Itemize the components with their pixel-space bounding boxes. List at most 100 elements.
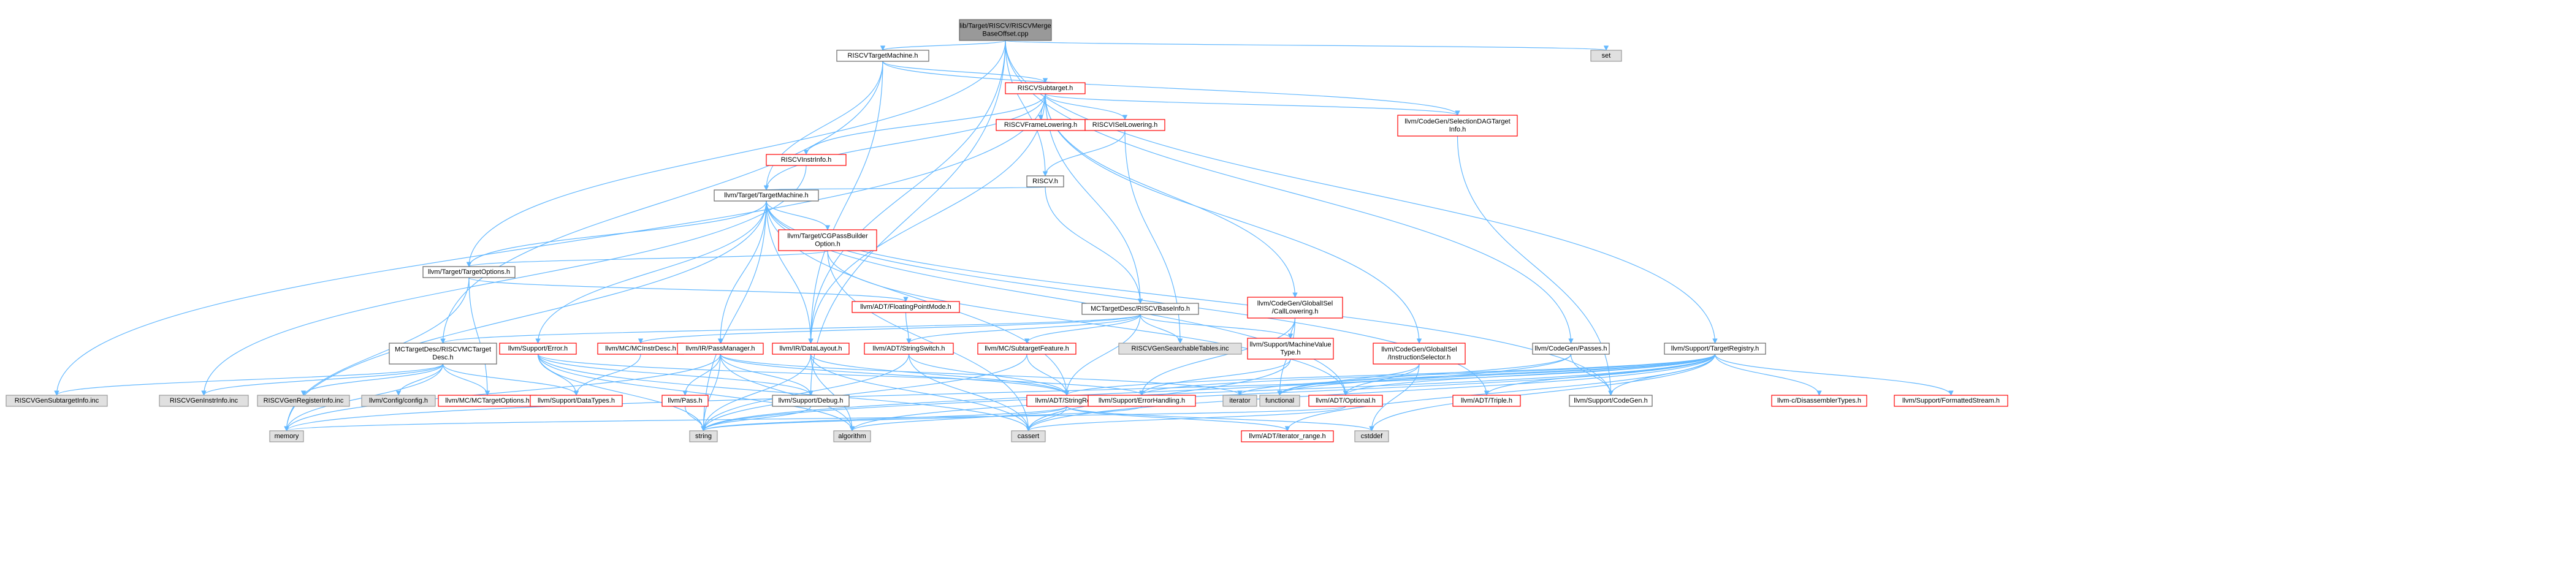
node-cstddef-label: cstddef (1361, 433, 1383, 440)
node-gii-label: RISCVGenInstrInfo.inc (170, 397, 238, 404)
node-cgpass-label: llvm/Target/CGPassBuilder (787, 232, 868, 240)
node-instr-box (766, 154, 847, 166)
node-mcinstr-label: llvm/MC/MCInstrDesc.h (605, 345, 676, 352)
node-cfg-box (361, 395, 436, 407)
node-debug[interactable]: llvm/Support/Debug.h (772, 395, 850, 407)
node-mvt-label: llvm/Support/MachineValue (1249, 341, 1331, 348)
node-instr[interactable]: RISCVInstrInfo.h (766, 154, 847, 166)
node-isel-label: RISCVISelLowering.h (1092, 121, 1157, 129)
node-passes[interactable]: llvm/CodeGen/Passes.h (1532, 343, 1610, 355)
edge-treg-to-memory (284, 354, 1716, 431)
node-cfg: llvm/Config/config.h (361, 395, 436, 407)
edge-mcsub-to-sref (1026, 354, 1070, 396)
node-pm[interactable]: llvm/IR/PassManager.h (677, 343, 764, 355)
node-sref[interactable]: llvm/ADT/StringRef.h (1026, 395, 1107, 407)
edge-ltm-to-memory (284, 200, 767, 431)
node-topt-label: llvm/Target/TargetOptions.h (428, 268, 510, 276)
node-strsw[interactable]: llvm/ADT/StringSwitch.h (864, 343, 954, 355)
node-tm-label: RISCVTargetMachine.h (848, 52, 918, 59)
node-gcall-label: llvm/CodeGen/GlobalISel (1257, 300, 1333, 307)
edge-mctd-to-gii (201, 363, 444, 396)
node-irange[interactable]: llvm/ADT/iterator_range.h (1241, 430, 1334, 442)
node-gisel-box (1373, 343, 1466, 365)
edge-treg-to-fstream (1714, 354, 1954, 396)
edge-riscv-to-basei (1045, 186, 1143, 304)
edge-treg-to-triple (1484, 354, 1716, 396)
node-pass[interactable]: llvm/Pass.h (661, 395, 709, 407)
node-cgh[interactable]: llvm/Support/CodeGen.h (1569, 395, 1653, 407)
node-triple[interactable]: llvm/ADT/Triple.h (1452, 395, 1521, 407)
node-sub-box (1005, 82, 1086, 94)
edge-cgpass-to-topt (467, 250, 828, 267)
edge-serr-to-cassert (537, 354, 1031, 431)
node-root-label: BaseOffset.cpp (982, 30, 1028, 37)
node-gri-box (257, 395, 350, 407)
edge-treg-to-cassert (1026, 354, 1716, 431)
node-cdis[interactable]: llvm-c/DisassemblerTypes.h (1771, 395, 1867, 407)
edge-ltm-to-string (701, 200, 767, 431)
edge-gisel-to-cstddef (1369, 363, 1420, 431)
edge-ltm-to-pm (717, 200, 767, 344)
node-cgh-box (1569, 395, 1653, 407)
edge-cgpass-to-cassert (827, 250, 1031, 431)
edge-sub-to-isel (1045, 93, 1128, 120)
node-ltm[interactable]: llvm/Target/TargetMachine.h (714, 189, 819, 202)
node-gsi-box (6, 395, 108, 407)
node-gcall[interactable]: llvm/CodeGen/GlobalISel/CallLowering.h (1247, 297, 1343, 319)
node-dl-box (772, 343, 850, 355)
edge-mctd-to-dtypes (442, 363, 579, 396)
node-pm-box (677, 343, 764, 355)
node-riscv[interactable]: RISCV.h (1026, 175, 1064, 188)
node-sub[interactable]: RISCVSubtarget.h (1005, 82, 1086, 94)
node-debug-box (772, 395, 850, 407)
node-mcto-label: llvm/MC/MCTargetOptions.h (445, 397, 530, 404)
node-tm[interactable]: RISCVTargetMachine.h (836, 50, 929, 62)
node-serr[interactable]: llvm/Support/Error.h (499, 343, 577, 355)
node-sref-label: llvm/ADT/StringRef.h (1035, 397, 1099, 404)
node-root[interactable]: lib/Target/RISCV/RISCVMergeBaseOffset.cp… (959, 19, 1052, 41)
node-frame[interactable]: RISCVFrameLowering.h (996, 119, 1086, 131)
edge-basei-to-mcinstr (638, 314, 1141, 344)
node-dtypes[interactable]: llvm/Support/DataTypes.h (530, 395, 623, 407)
edge-root-to-debug (808, 40, 1006, 396)
node-opt[interactable]: llvm/ADT/Optional.h (1308, 395, 1383, 407)
node-mvt-box (1247, 338, 1334, 360)
node-set-label: set (1602, 52, 1611, 59)
edge-treg-to-func (1277, 354, 1716, 396)
edge-pm-to-algo (720, 354, 855, 431)
edge-sref-to-cassert (1026, 406, 1067, 431)
edge-ltm-to-cgpass (766, 200, 831, 230)
edge-treg-to-irange (1284, 354, 1716, 431)
node-gisel-label: llvm/CodeGen/GlobalISel (1381, 346, 1457, 353)
node-basei[interactable]: MCTargetDesc/RISCVBaseInfo.h (1081, 303, 1199, 315)
edge-basei-to-strsw (906, 314, 1141, 344)
node-dl[interactable]: llvm/IR/DataLayout.h (772, 343, 850, 355)
node-ehand[interactable]: llvm/Support/ErrorHandling.h (1088, 395, 1196, 407)
node-sub-label: RISCVSubtarget.h (1018, 85, 1073, 92)
node-fpmode[interactable]: llvm/ADT/FloatingPointMode.h (852, 301, 960, 313)
edge-sub-to-sdag (1045, 93, 1460, 116)
node-memory: memory (269, 430, 304, 442)
edge-sub-to-ltm (763, 93, 1046, 191)
node-mcto[interactable]: llvm/MC/MCTargetOptions.h (438, 395, 537, 407)
node-gisel[interactable]: llvm/CodeGen/GlobalISel/InstructionSelec… (1373, 343, 1466, 365)
node-mcinstr[interactable]: llvm/MC/MCInstrDesc.h (597, 343, 684, 355)
node-mcsub[interactable]: llvm/MC/SubtargetFeature.h (977, 343, 1077, 355)
node-root-label: lib/Target/RISCV/RISCVMerge (959, 22, 1051, 29)
node-fstream[interactable]: llvm/Support/FormattedStream.h (1894, 395, 2008, 407)
node-topt[interactable]: llvm/Target/TargetOptions.h (422, 266, 516, 278)
node-isel[interactable]: RISCVISelLowering.h (1084, 119, 1165, 131)
edge-riscv-to-ltm (764, 184, 1046, 191)
edge-tm-to-dl (808, 61, 883, 344)
edge-basei-to-mctd (440, 314, 1141, 344)
node-memory-label: memory (275, 433, 299, 440)
edge-sref-to-algo (849, 406, 1067, 431)
node-cstddef: cstddef (1354, 430, 1389, 442)
node-treg[interactable]: llvm/Support/TargetRegistry.h (1664, 343, 1766, 355)
edge-dl-to-string (701, 354, 812, 431)
node-set-box (1590, 50, 1622, 62)
